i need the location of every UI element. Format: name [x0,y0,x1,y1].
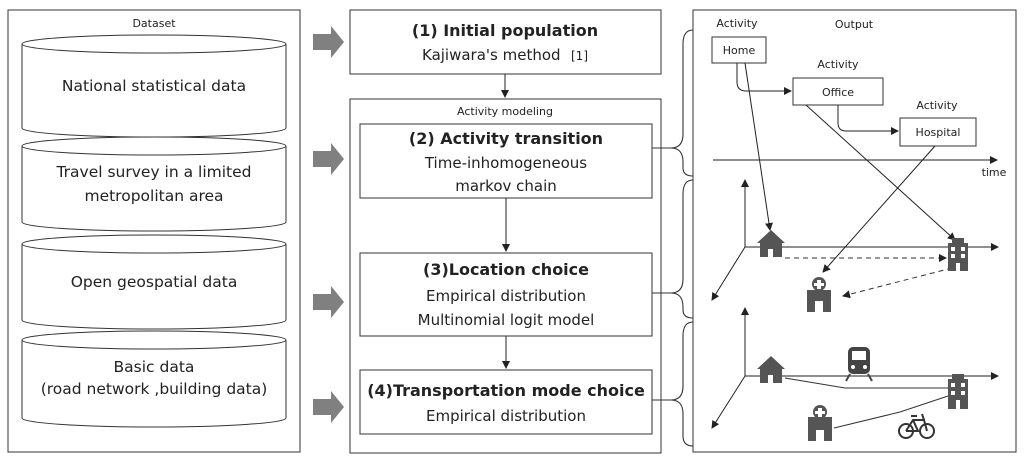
process-column: (1) Initial population Kajiwara's method… [349,9,662,454]
map-home-line [744,62,773,231]
time-axis-label: time [982,166,1007,179]
braces [670,29,694,447]
dataset-cylinder-basic-data: Basic data (road network ,building data) [21,330,287,428]
dataset-cylinder-national-statistics: National statistical data [21,34,287,138]
block-arrow-icon [313,286,344,318]
step-location-title: (3)Location choice [423,260,589,279]
step-initial-title: (1) Initial population [412,21,598,40]
step-transport-title: (4)Transportation mode choice [367,381,645,400]
activity-label: Activity [716,17,758,30]
connectors [652,147,671,401]
house-icon [757,356,785,383]
activity-home: Home [723,44,756,57]
step-transition-title: (2) Activity transition [409,129,603,148]
hospital-icon [808,405,832,441]
step-location-desc: Multinomial logit model [418,311,595,329]
dataset-item-label: Travel survey in a limited [55,163,251,181]
hospital-icon [807,277,831,312]
office-building-icon [948,238,968,271]
block-arrow-icon [313,26,344,58]
activity-office: Office [822,86,854,99]
step-location-desc: Empirical distribution [426,287,586,305]
step-transition-desc: markov chain [455,177,557,195]
route-bicycle [833,395,949,429]
dataset-item-label: National statistical data [62,77,246,95]
activity-hospital: Hospital [916,126,961,139]
brace-middle [670,179,694,319]
train-icon [845,347,873,382]
block-arrow-icon [313,391,344,423]
dataset-item-label: (road network ,building data) [41,380,268,398]
dataset-cylinder-travel-survey: Travel survey in a limited metropolitan … [21,136,287,232]
step-initial-desc: Kajiwara's method [422,46,561,64]
output-panel: Output Activity Activity Activity Home O… [692,9,1017,453]
dataset-cylinder-open-geospatial: Open geospatial data [21,234,287,330]
activity-label: Activity [916,99,958,112]
step-transport-desc: Empirical distribution [426,407,586,425]
dataset-item-label: metropolitan area [84,187,223,205]
dataset-panel: Dataset National statistical data Travel… [7,9,301,453]
bicycle-icon [898,413,935,439]
output-title: Output [835,18,874,31]
map-hospital-line [822,145,936,273]
block-arrow-icon [313,143,344,175]
house-icon [757,230,785,257]
step-initial-ref: [1] [571,49,588,63]
input-arrows [313,26,344,423]
map-office-line [805,104,956,241]
brace-top [670,29,694,177]
transition-home-office [736,63,792,95]
dataset-title: Dataset [132,17,176,30]
activity-modeling-label: Activity modeling [457,105,553,118]
office-building-icon [948,374,968,409]
dataset-item-label: Basic data [114,358,195,376]
step-transition-desc: Time-inhomogeneous [424,154,587,172]
brace-bottom [670,321,694,447]
dataset-item-label: Open geospatial data [71,273,238,291]
transition-office-hospital [837,105,899,135]
route-train [784,377,948,389]
activity-label: Activity [817,58,859,71]
